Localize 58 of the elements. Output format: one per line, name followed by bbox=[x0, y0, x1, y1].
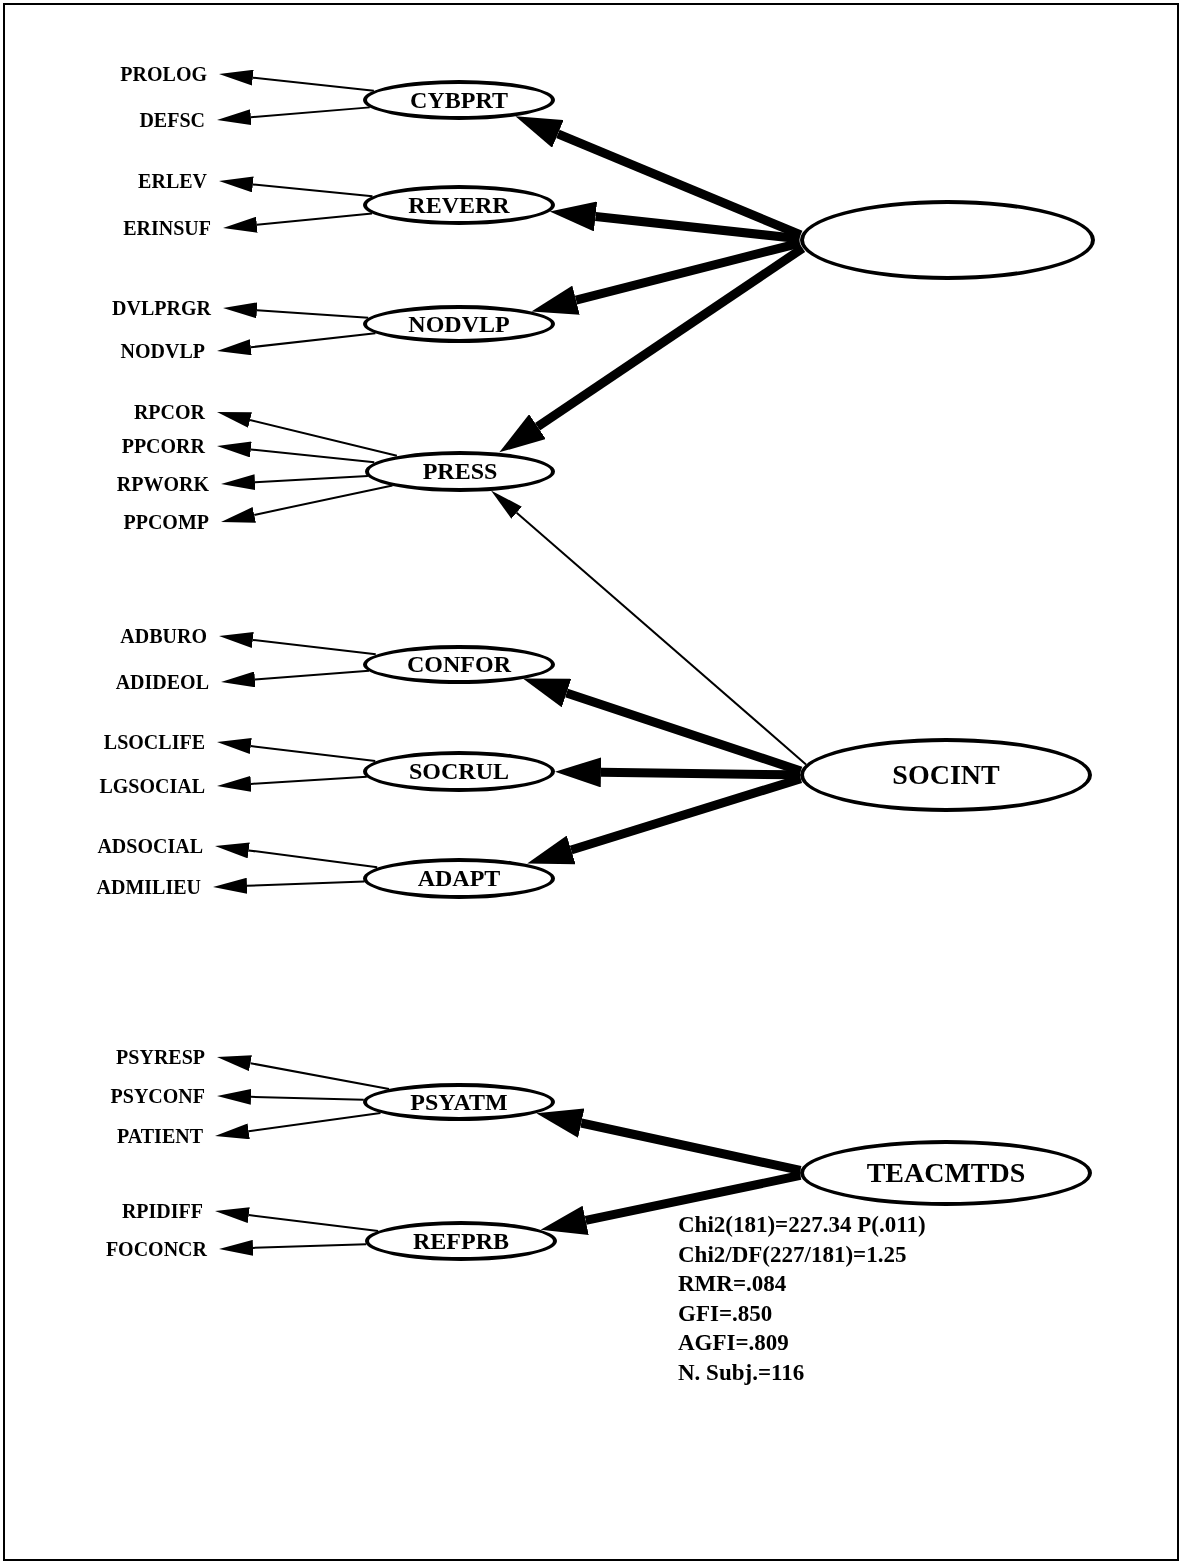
arrow bbox=[536, 1108, 802, 1175]
arrow bbox=[219, 176, 374, 198]
indicator-label: RPIDIFF bbox=[121, 1200, 203, 1222]
fit-statistic: N. Subj.=116 bbox=[678, 1358, 805, 1387]
arrow bbox=[221, 669, 371, 688]
arrow bbox=[217, 738, 377, 762]
fit-statistic: AGFI=.809 bbox=[678, 1329, 789, 1357]
arrow bbox=[223, 212, 374, 233]
indicator-label: ERINSUF bbox=[123, 217, 211, 239]
arrow bbox=[215, 1111, 382, 1140]
fit-statistic: RMR=.084 bbox=[678, 1270, 787, 1298]
indicator-label: PSYRESP bbox=[116, 1046, 205, 1068]
arrow bbox=[221, 484, 394, 523]
factor-label: CONFOR bbox=[407, 650, 511, 678]
latent-ellipse bbox=[363, 1083, 555, 1121]
arrow bbox=[540, 1171, 802, 1236]
arrow bbox=[215, 842, 379, 869]
arrow bbox=[219, 632, 377, 656]
arrow bbox=[219, 69, 375, 92]
arrow bbox=[217, 332, 377, 356]
factor-label: PRESS bbox=[422, 457, 498, 485]
arrow bbox=[217, 106, 371, 126]
indicator-label: PROLOG bbox=[120, 63, 207, 85]
indicator-label: FOCONCR bbox=[105, 1238, 207, 1260]
arrow bbox=[217, 441, 376, 464]
indicator-label: LGSOCIAL bbox=[99, 775, 205, 797]
indicator-label: PPCOMP bbox=[123, 511, 209, 533]
indicator-label: NODVLP bbox=[120, 340, 205, 362]
factor-label: CYBPRT bbox=[410, 86, 508, 114]
arrow bbox=[217, 1088, 365, 1105]
factor-label: SOCRUL bbox=[409, 757, 509, 785]
arrow bbox=[554, 757, 801, 788]
indicator-label: PSYCONF bbox=[110, 1085, 205, 1107]
indicator-label: ADIDEOL bbox=[115, 671, 209, 693]
factor-label: REVERR bbox=[408, 191, 510, 219]
indicator-label: RPWORK bbox=[116, 473, 209, 495]
fit-statistic: Chi2(181)=227.34 P(.011) bbox=[678, 1211, 926, 1239]
factor-label: NODVLP bbox=[408, 310, 510, 338]
indicator-label: PPCORR bbox=[121, 435, 205, 457]
fit-statistic: GFI=.850 bbox=[678, 1299, 773, 1328]
indicator-label: ADSOCIAL bbox=[97, 835, 203, 857]
indicator-label: DVLPRGR bbox=[112, 297, 211, 319]
indicator-label: PATIENT bbox=[117, 1125, 203, 1147]
fit-statistic: Chi2/DF(227/181)=1.25 bbox=[678, 1240, 907, 1269]
indicator-label: ERLEV bbox=[138, 170, 207, 192]
factor-label: ADAPT bbox=[417, 864, 501, 892]
indicator-label: LSOCLIFE bbox=[103, 731, 205, 753]
arrow bbox=[217, 1055, 391, 1090]
factor-label: REFPRB bbox=[413, 1227, 509, 1255]
factor-label: PSYATM bbox=[410, 1088, 508, 1116]
indicator-label: ADBURO bbox=[120, 625, 207, 647]
indicator-label: DEFSC bbox=[139, 109, 205, 131]
factor-label: SOCINT bbox=[892, 759, 1000, 791]
indicator-label: ADMILIEU bbox=[96, 876, 201, 898]
arrow bbox=[215, 1207, 380, 1232]
arrow bbox=[217, 412, 398, 457]
indicator-label: RPCOR bbox=[133, 401, 205, 423]
factor-label: TEACMTDS bbox=[866, 1157, 1026, 1189]
